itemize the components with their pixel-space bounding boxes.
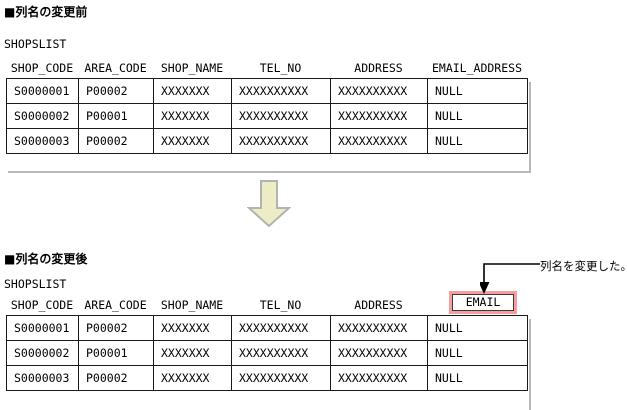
cell-email-address: NULL <box>427 78 528 104</box>
cell-tel-no: XXXXXXXXXX <box>231 315 331 341</box>
before-table-shadow-right <box>529 82 531 173</box>
cell-shop-code: S0000003 <box>6 365 79 391</box>
cell-shop-name: XXXXXXX <box>153 78 232 104</box>
cell-email: NULL <box>427 340 528 366</box>
after-section-heading: ■列名の変更後 <box>4 252 88 266</box>
before-table-block: SHOP_CODE AREA_CODE SHOP_NAME TEL_NO ADD… <box>6 58 528 154</box>
cell-area-code: P00002 <box>78 315 154 341</box>
after-data-table: S0000001 P00002 XXXXXXX XXXXXXXXXX XXXXX… <box>6 315 528 391</box>
cell-shop-name: XXXXXXX <box>153 315 232 341</box>
after-column-header-shop-code: SHOP_CODE <box>10 297 74 312</box>
after-column-header-area-code: AREA_CODE <box>84 297 147 312</box>
cell-shop-name: XXXXXXX <box>153 365 232 391</box>
cell-shop-code: S0000003 <box>6 128 79 154</box>
down-arrow <box>246 180 292 228</box>
cell-address: XXXXXXXXXX <box>330 365 428 391</box>
before-data-table: S0000001 P00002 XXXXXXX XXXXXXXXXX XXXXX… <box>6 78 528 154</box>
table-row: S0000003 P00002 XXXXXXX XXXXXXXXXX XXXXX… <box>6 365 528 391</box>
before-column-header-tel-no: TEL_NO <box>259 60 302 75</box>
cell-email: NULL <box>427 315 528 341</box>
before-column-header-email-address: EMAIL_ADDRESS <box>431 60 522 75</box>
cell-tel-no: XXXXXXXXXX <box>231 128 331 154</box>
after-table-shadow-right <box>529 319 531 410</box>
email-column-highlight: EMAIL <box>449 291 517 314</box>
cell-address: XXXXXXXXXX <box>330 103 428 129</box>
callout-arrow-icon <box>478 263 540 294</box>
callout-leader-line <box>478 262 540 296</box>
cell-email-address: NULL <box>427 128 528 154</box>
cell-address: XXXXXXXXXX <box>330 315 428 341</box>
cell-address: XXXXXXXXXX <box>330 340 428 366</box>
cell-shop-name: XXXXXXX <box>153 103 232 129</box>
cell-email-address: NULL <box>427 103 528 129</box>
cell-address: XXXXXXXXXX <box>330 78 428 104</box>
cell-area-code: P00002 <box>78 128 154 154</box>
table-row: S0000003 P00002 XXXXXXX XXXXXXXXXX XXXXX… <box>6 128 528 154</box>
before-table-header-row: SHOP_CODE AREA_CODE SHOP_NAME TEL_NO ADD… <box>6 58 527 78</box>
email-column-header-label: EMAIL <box>452 294 514 311</box>
table-row: S0000002 P00001 XXXXXXX XXXXXXXXXX XXXXX… <box>6 103 528 129</box>
after-column-header-tel-no: TEL_NO <box>259 297 302 312</box>
cell-shop-name: XXXXXXX <box>153 340 232 366</box>
after-column-header-address: ADDRESS <box>354 297 403 312</box>
before-table-name: SHOPSLIST <box>4 37 67 51</box>
table-row: S0000001 P00002 XXXXXXX XXXXXXXXXX XXXXX… <box>6 78 528 104</box>
callout-label: 列名を変更した。 <box>540 259 627 273</box>
cell-email: NULL <box>427 365 528 391</box>
cell-tel-no: XXXXXXXXXX <box>231 365 331 391</box>
cell-shop-code: S0000002 <box>6 340 79 366</box>
before-column-header-address: ADDRESS <box>354 60 403 75</box>
down-arrow-icon <box>246 180 292 228</box>
before-column-header-shop-code: SHOP_CODE <box>10 60 74 75</box>
before-column-header-area-code: AREA_CODE <box>84 60 147 75</box>
before-table-shadow-bottom <box>8 171 531 173</box>
cell-area-code: P00002 <box>78 365 154 391</box>
before-column-header-shop-name: SHOP_NAME <box>160 60 224 75</box>
after-table-block: SHOP_CODE AREA_CODE SHOP_NAME TEL_NO ADD… <box>6 295 528 391</box>
cell-area-code: P00002 <box>78 78 154 104</box>
cell-area-code: P00001 <box>78 340 154 366</box>
cell-tel-no: XXXXXXXXXX <box>231 340 331 366</box>
cell-address: XXXXXXXXXX <box>330 128 428 154</box>
cell-shop-code: S0000001 <box>6 78 79 104</box>
after-table-name: SHOPSLIST <box>4 277 67 291</box>
cell-tel-no: XXXXXXXXXX <box>231 103 331 129</box>
cell-shop-code: S0000001 <box>6 315 79 341</box>
cell-area-code: P00001 <box>78 103 154 129</box>
after-column-header-shop-name: SHOP_NAME <box>160 297 224 312</box>
before-section-heading: ■列名の変更前 <box>4 5 88 19</box>
table-row: S0000002 P00001 XXXXXXX XXXXXXXXXX XXXXX… <box>6 340 528 366</box>
table-row: S0000001 P00002 XXXXXXX XXXXXXXXXX XXXXX… <box>6 315 528 341</box>
after-table-header-row: SHOP_CODE AREA_CODE SHOP_NAME TEL_NO ADD… <box>6 295 527 315</box>
cell-shop-code: S0000002 <box>6 103 79 129</box>
cell-tel-no: XXXXXXXXXX <box>231 78 331 104</box>
cell-shop-name: XXXXXXX <box>153 128 232 154</box>
